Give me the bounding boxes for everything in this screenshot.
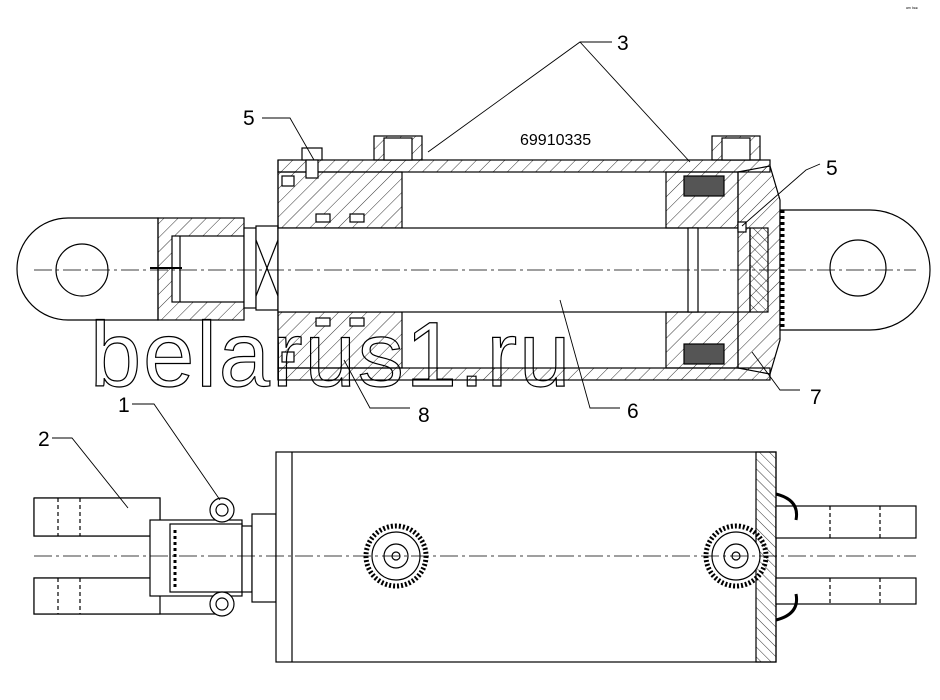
callout-8: 8	[418, 404, 430, 427]
gland-top	[277, 171, 403, 229]
callout-1: 1	[118, 394, 130, 417]
barrel-exterior	[275, 451, 777, 663]
callout-7: 7	[810, 386, 822, 409]
corner-mark: ᵃᵐ ᵇᵉᵉ	[906, 6, 918, 12]
callout-6: 6	[627, 400, 639, 423]
section-view	[16, 135, 931, 381]
barrel-tube-top	[277, 159, 771, 173]
gland-bottom	[277, 311, 403, 369]
right-eye-hole	[829, 239, 887, 297]
callout-2: 2	[38, 428, 50, 451]
piston-seal-top	[683, 175, 725, 197]
right-clevis-lower	[775, 577, 917, 605]
callout-3: 3	[617, 32, 629, 55]
part-number: 69910335	[520, 132, 591, 149]
piston-seal-bottom	[683, 343, 725, 365]
right-clevis-upper	[775, 505, 917, 539]
exterior-view	[33, 451, 917, 663]
bleed-screw-left	[301, 147, 323, 161]
leader-lines	[52, 41, 821, 509]
rod-gland-exterior	[251, 513, 277, 603]
rod-nut	[171, 235, 245, 303]
callout-5-right: 5	[826, 157, 838, 180]
callout-5-left: 5	[243, 107, 255, 130]
watermark: belarus1.ru	[90, 304, 572, 406]
